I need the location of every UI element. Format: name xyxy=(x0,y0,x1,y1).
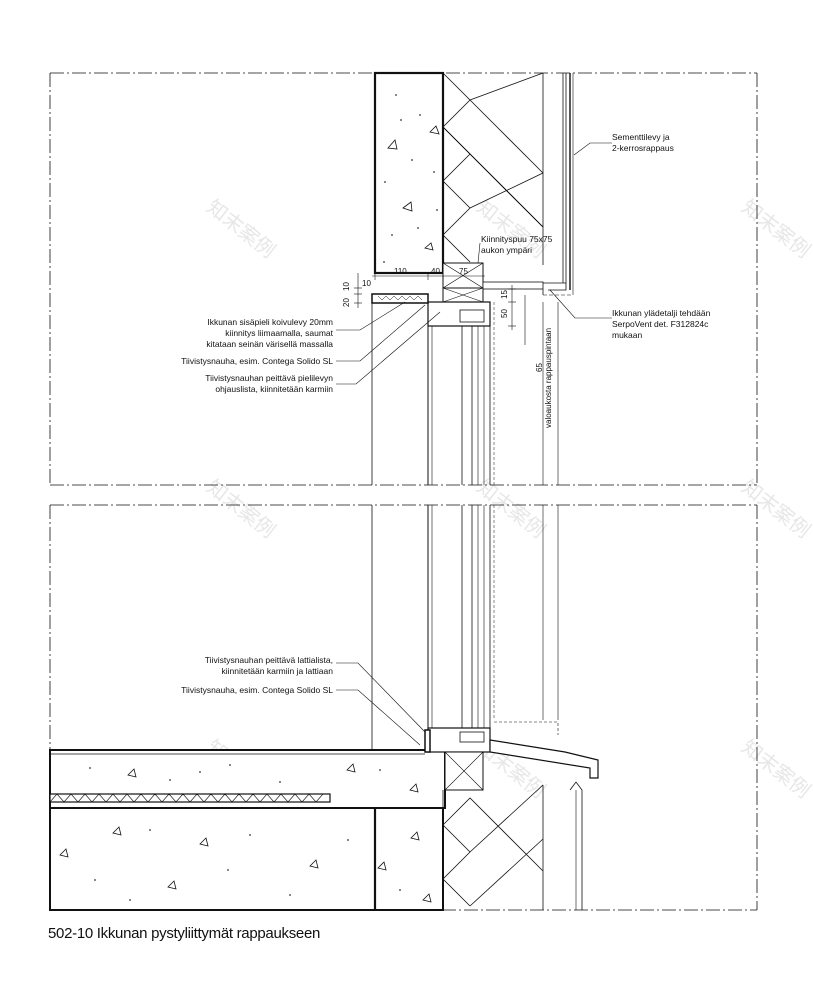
note-head-detail-3: mukaan xyxy=(612,330,643,340)
watermark: 知末案例 xyxy=(737,195,813,263)
dim-20: 20 xyxy=(342,298,351,307)
dim-65-note: valoaukosta rappauspintaan xyxy=(544,328,553,428)
dim-10-vertical: 10 xyxy=(342,282,351,291)
annotations-lower: Tiivistysnauhan peittävä lattialista, ki… xyxy=(181,655,333,695)
render-board-upper xyxy=(543,73,574,296)
dim-110: 110 xyxy=(394,267,407,276)
watermark: 知末案例 xyxy=(737,475,813,543)
insulation-upper xyxy=(442,72,544,265)
note-sealing-tape-lower: Tiivistysnauha, esim. Contega Solido SL xyxy=(181,685,333,695)
leader-lines-upper xyxy=(336,142,612,385)
upper-detail: 110 40 75 10 10 20 50 15 65 valoaukosta … xyxy=(49,71,758,486)
note-sealing-tape-upper: Tiivistysnauha, esim. Contega Solido SL xyxy=(181,356,333,366)
annotations-upper: Sementtilevy ja 2-kerrosrappaus Kiinnity… xyxy=(181,132,710,394)
note-reveal-board-3: kitataan seinän värisellä massalla xyxy=(206,339,333,349)
dim-40: 40 xyxy=(431,267,440,276)
note-fixing-timber-1: Kiinnityspuu 75x75 xyxy=(481,234,553,244)
watermark: 知末案例 xyxy=(737,735,813,803)
note-head-detail-1: Ikkunan ylädetalji tehdään xyxy=(612,308,711,318)
concrete-wall-lower xyxy=(49,807,444,911)
dim-65: 65 xyxy=(535,363,544,372)
note-head-detail-2: SerpoVent det. F312824c xyxy=(612,319,709,329)
window-frame-upper xyxy=(371,262,544,327)
dim-75: 75 xyxy=(459,267,468,276)
note-cover-strip-1: Tiivistysnauhan peittävä pielilevyn xyxy=(205,373,333,383)
note-floor-strip-1: Tiivistysnauhan peittävä lattialista, xyxy=(205,655,333,665)
window-sill xyxy=(424,721,599,910)
note-reveal-board-1: Ikkunan sisäpieli koivulevy 20mm xyxy=(207,317,333,327)
dim-50: 50 xyxy=(500,309,509,318)
dimension-lines-upper xyxy=(354,272,526,345)
insulation-lower xyxy=(442,784,544,910)
note-cover-strip-2: ohjauslista, kiinnitetään karmiin xyxy=(215,384,333,394)
concrete-wall-upper xyxy=(373,71,445,275)
lower-detail: Tiivistysnauhan peittävä lattialista, ki… xyxy=(49,504,758,911)
note-fixing-timber-2: aukon ympäri xyxy=(481,245,532,255)
drawing-caption: 502-10 Ikkunan pystyliittymät rappauksee… xyxy=(48,925,321,942)
leader-lines-lower xyxy=(336,662,426,746)
note-floor-strip-2: kiinnitetään karmiin ja lattiaan xyxy=(221,666,333,676)
floor-slab xyxy=(49,749,446,809)
dimension-texts-upper: 110 40 75 10 10 20 50 15 65 valoaukosta … xyxy=(342,267,553,428)
note-board-render-1: Sementtilevy ja xyxy=(612,132,670,142)
watermark: 知末案例 xyxy=(202,195,280,263)
dim-15: 15 xyxy=(500,290,509,299)
window-jamb-lines-upper xyxy=(371,302,559,485)
note-board-render-2: 2-kerrosrappaus xyxy=(612,143,674,153)
note-reveal-board-2: kiinnitys liimaamalla, saumat xyxy=(225,328,333,338)
dim-10: 10 xyxy=(362,279,371,288)
window-jamb-lines-lower xyxy=(371,505,559,750)
